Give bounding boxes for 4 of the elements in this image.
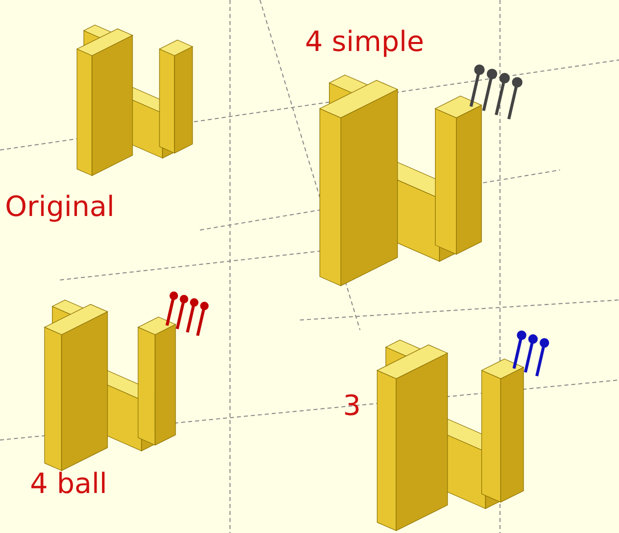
model-label: 3 [343, 392, 361, 420]
model-label: 4 simple [305, 28, 424, 56]
model-label: 4 ball [30, 470, 108, 498]
model-label: Original [5, 193, 115, 221]
